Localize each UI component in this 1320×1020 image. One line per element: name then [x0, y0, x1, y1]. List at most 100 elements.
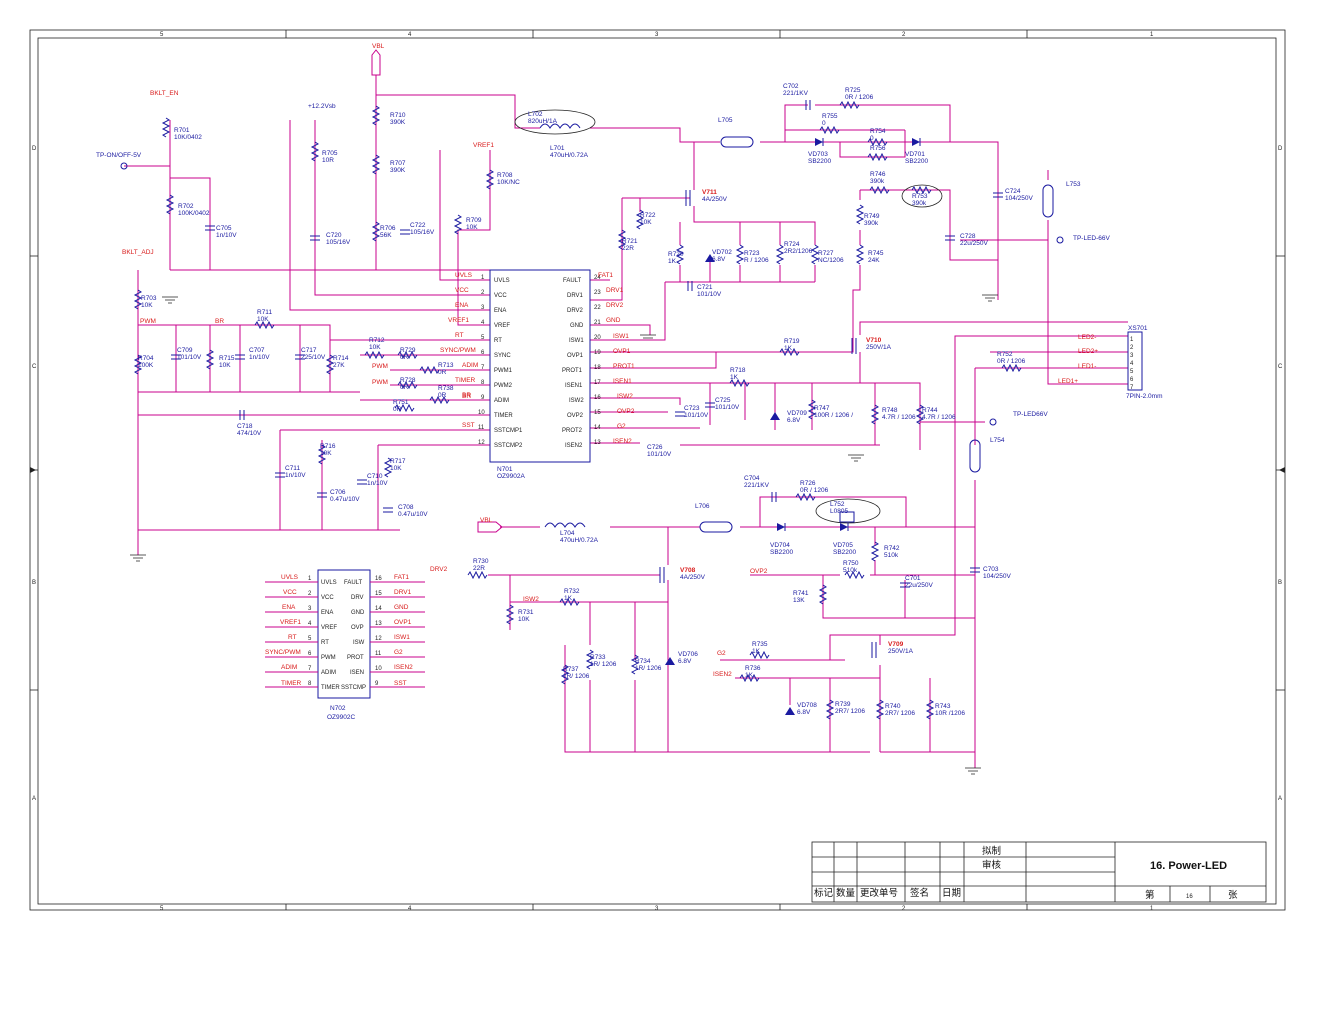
component-ref: R729 [400, 347, 416, 354]
component-ref: C722 [410, 222, 426, 229]
component-value: 10K [390, 465, 402, 472]
svg-text:ENA: ENA [282, 604, 296, 611]
component-ref: C706 [330, 489, 346, 496]
svg-text:OVP1: OVP1 [567, 353, 584, 359]
col-mark: 5 [160, 906, 164, 912]
component-ref: R751 [393, 399, 409, 406]
ic-n701: N701 OZ9902A [489, 269, 591, 480]
component-value: 1K [730, 374, 739, 381]
row-mark: D [32, 146, 37, 152]
svg-text:RT: RT [288, 634, 297, 641]
col-ticks [30, 30, 1285, 910]
svg-text:VCC: VCC [455, 287, 469, 294]
component-value: 6.8V [797, 709, 811, 716]
net-bklt-adj: BKLT_ADJ [122, 249, 154, 256]
component-ref: L754 [990, 437, 1005, 444]
net-isw2-low: ISW2 [523, 596, 539, 603]
net-pwm: PWM [140, 318, 156, 325]
component-value: 221/1KV [744, 482, 770, 489]
svg-text:OVP1: OVP1 [394, 619, 412, 626]
svg-text:7: 7 [1130, 385, 1134, 391]
component-value: 0.47u/10V [398, 511, 428, 518]
svg-text:5: 5 [481, 335, 485, 341]
svg-text:12: 12 [375, 636, 382, 642]
component-ref: VD701 [905, 151, 925, 158]
component-ref: R726 [800, 480, 816, 487]
component-value: 390K [390, 167, 406, 174]
col-mark: 3 [655, 32, 659, 38]
component-ref: R701 [174, 127, 190, 134]
component-value: 820uH/1A [528, 118, 558, 125]
resistor-symbol [839, 100, 860, 110]
svg-text:8: 8 [481, 380, 485, 386]
svg-text:9: 9 [375, 681, 379, 687]
component-value: 6.8V [712, 256, 726, 263]
svg-text:TIMER: TIMER [455, 377, 476, 384]
component-ref: R725 [845, 87, 861, 94]
svg-text:RT: RT [494, 338, 502, 344]
resistor-symbol [205, 349, 215, 370]
svg-text:6: 6 [308, 651, 312, 657]
svg-text:23: 23 [594, 290, 601, 296]
svg-text:16: 16 [594, 395, 601, 401]
component-value: SB2200 [905, 158, 929, 165]
component-ref: C707 [249, 347, 265, 354]
svg-text:LED1+: LED1+ [1058, 378, 1078, 385]
svg-text:4: 4 [481, 320, 485, 326]
component-ref: R732 [564, 588, 580, 595]
component-value: 390K [390, 119, 406, 126]
svg-text:10: 10 [375, 666, 382, 672]
net-vbl2: VBL [480, 517, 493, 524]
component-value: 0 [822, 120, 826, 127]
svg-text:UVLS: UVLS [455, 272, 473, 279]
component-ref: L753 [1066, 181, 1081, 188]
svg-text:ISEN2: ISEN2 [565, 443, 583, 449]
component-ref: R737 [563, 666, 579, 673]
svg-text:OVP2: OVP2 [617, 408, 635, 415]
svg-text:ADIM: ADIM [281, 664, 297, 671]
component-ref: R719 [784, 338, 800, 345]
svg-text:ISEN2: ISEN2 [394, 664, 413, 671]
net-bklt-en: BKLT_EN [150, 90, 179, 97]
component-value: L0805 [830, 508, 848, 515]
component-value: 105/16V [326, 239, 351, 246]
component-ref: VD708 [797, 702, 817, 709]
resistor-symbol [729, 378, 750, 388]
col-mark: 2 [902, 32, 906, 38]
svg-text:ENA: ENA [455, 302, 469, 309]
component-value: 1K [752, 648, 761, 655]
svg-text:FAT1: FAT1 [598, 272, 613, 279]
svg-text:4: 4 [1130, 361, 1134, 367]
component-ref: C705 [216, 225, 232, 232]
svg-text:6: 6 [1130, 377, 1134, 383]
rev-col-sign: 签名 [910, 887, 929, 899]
row-mark: A [1278, 796, 1282, 802]
svg-text:DRV2: DRV2 [606, 302, 624, 309]
resistor-symbol [855, 204, 865, 225]
component-ref: C728 [960, 233, 976, 240]
component-ref: C721 [697, 284, 713, 291]
component-ref: R708 [497, 172, 513, 179]
component-value: 101/10V [177, 354, 202, 361]
svg-text:13: 13 [594, 440, 601, 446]
resistor-symbol [617, 229, 627, 250]
resistor-symbol [635, 209, 645, 230]
svg-text:14: 14 [375, 606, 382, 612]
rev-col-qty: 数量 [836, 887, 856, 899]
component-value: 100K/0402 [178, 210, 210, 217]
